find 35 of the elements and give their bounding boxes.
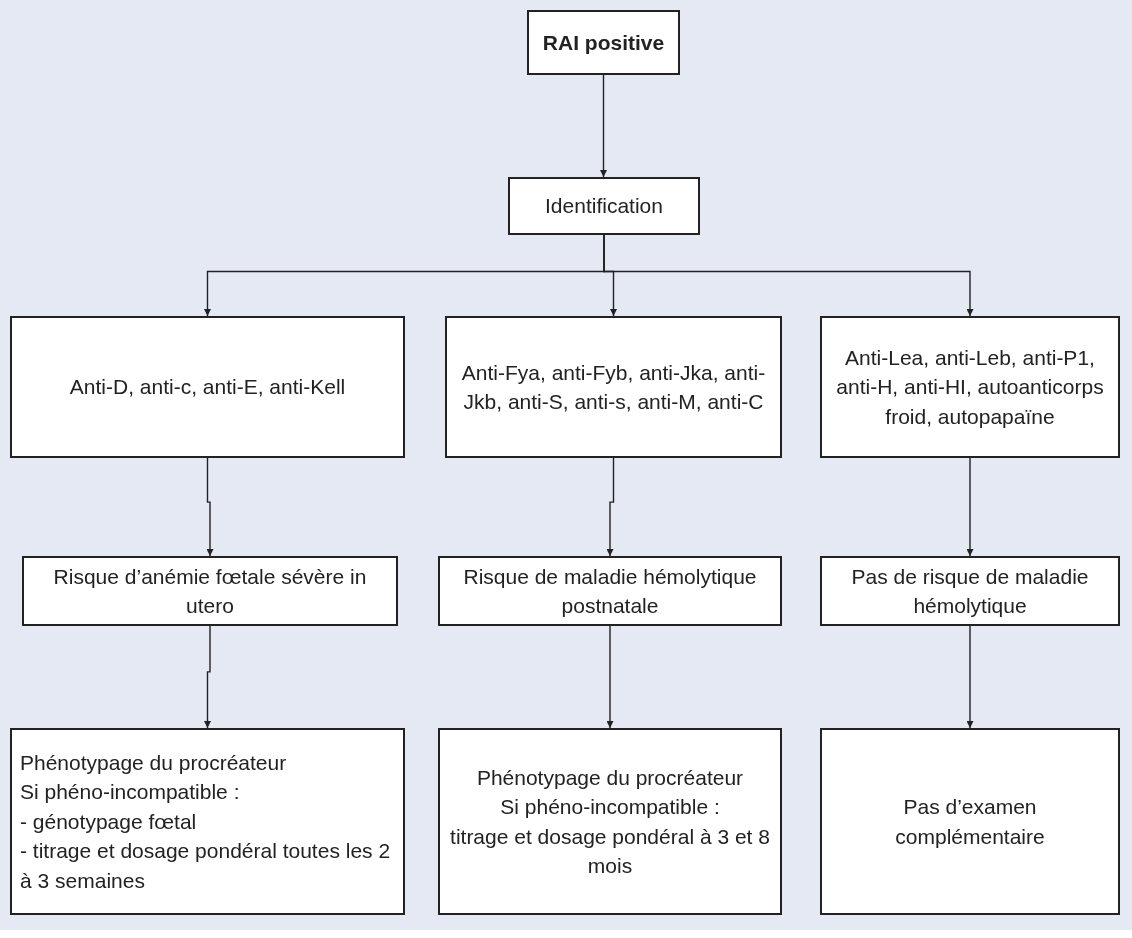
process-box [820, 556, 1120, 626]
box-text: Risque d’anémie fœtale sévère in utero [52, 563, 368, 619]
box-text: RAI positive [541, 29, 666, 56]
process-box [438, 728, 782, 915]
box-text: Pas d’examen complémentaire [894, 794, 1046, 850]
process-box [22, 556, 398, 626]
process-box [438, 556, 782, 626]
box-text: Pas de risque de maladie hémolytique [850, 563, 1090, 619]
arrow [606, 625, 614, 729]
box-text: - génotypage fœtal [20, 808, 198, 835]
box-text: Phénotypage du procréateur [475, 764, 745, 791]
arrow [204, 625, 211, 729]
process-box [527, 10, 680, 75]
box-text: Risque de maladie hémolytique postnatale [462, 563, 758, 619]
arrow [206, 457, 214, 557]
box-text: - titrage et dosage pondéral toutes les 2 à 3 semaines [20, 838, 392, 894]
process-box [820, 316, 1120, 458]
box-text: titrage et dosage pondéral à 3 et 8 mois [449, 823, 771, 879]
arrow [606, 457, 615, 557]
box-text: Anti-D, anti-c, anti-E, anti-Kell [68, 374, 347, 401]
box-text: Anti-Lea, anti-Leb, anti-P1, anti-H, anti-HI, autoanticorps froid, autopapaïne [835, 344, 1105, 430]
process-box [820, 728, 1120, 915]
arrow [603, 234, 974, 317]
process-box [508, 177, 700, 235]
box-text: Si phéno-incompatible : [499, 794, 721, 821]
process-box [10, 316, 405, 458]
box-text: Si phéno-incompatible : [20, 779, 241, 806]
arrow [600, 74, 607, 178]
box-text: Phénotypage du procréateur [20, 750, 288, 776]
arrow [966, 457, 974, 557]
process-box [445, 316, 782, 458]
arrow [966, 625, 974, 729]
box-text: Anti-Fya, anti-Fyb, anti-Jka, anti-Jkb, anti-S, anti-s, anti-M, anti-C [460, 359, 767, 415]
process-box [10, 728, 405, 915]
box-text: Identification [544, 193, 664, 220]
